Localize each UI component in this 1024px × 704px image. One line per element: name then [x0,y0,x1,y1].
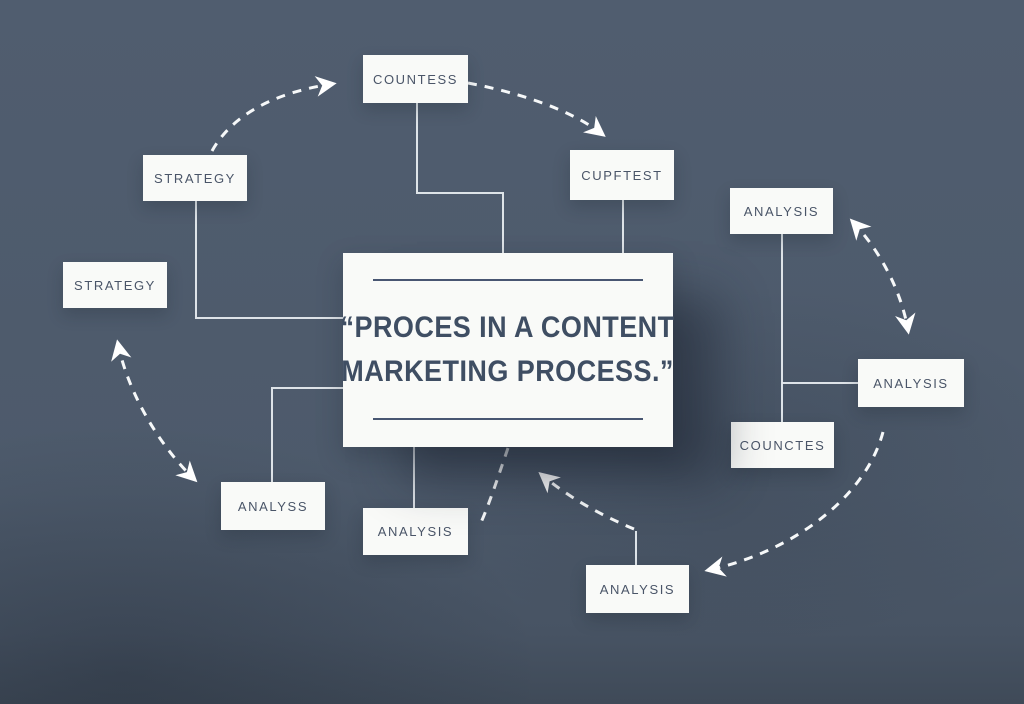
node-counctes: COUNCTES [731,422,834,468]
node-strategy-left: STRATEGY [63,262,167,308]
quote-line-2: MARKETING PROCESS.” [341,354,675,388]
node-label: CUPFTEST [581,167,663,183]
connector-strategy-top-to-central [195,201,343,319]
node-label: ANALYSIS [873,375,949,391]
dashed-arrow-analysis-tr-analysis-right [849,218,916,335]
node-label: ANALYSS [237,498,309,514]
divider-bottom [373,418,643,420]
node-analysis-bottom: ANALYSIS [586,565,689,613]
node-label: STRATEGY [74,277,156,293]
dashed-arrow-analysis-right-to-analysis-bottom [704,431,885,577]
node-analysis-top-right: ANALYSIS [730,188,833,234]
central-quote-box: “PROCES IN A CONTENT MARKETING PROCESS.” [341,253,675,447]
dashed-arrow-strategy-left-analyss [111,339,198,483]
node-strategy-top: STRATEGY [143,155,247,201]
node-cupftest: CUPFTEST [570,150,674,200]
node-analysis-bottom-left: ANALYSIS [363,508,468,555]
dashed-curve-central-to-analysis-bl [477,447,510,528]
node-label: COUNTESS [372,71,459,87]
dashed-arrow-countess-to-cupftest [467,81,606,137]
node-label: COUNCTES [739,437,826,453]
connector-countess-to-central [416,103,504,253]
node-label: ANALYSIS [743,203,820,219]
quote-line-1: “PROCES IN A CONTENT [340,310,676,344]
node-countess: COUNTESS [363,55,468,103]
central-quote-text: “PROCES IN A CONTENT MARKETING PROCESS.” [341,281,675,418]
node-label: ANALYSIS [599,581,676,597]
connector-analyss-to-central [271,387,343,482]
node-analyss: ANALYSS [221,482,325,530]
node-analysis-right: ANALYSIS [858,359,964,407]
dashed-arrow-analysis-bottom-to-central [538,471,635,531]
node-label: ANALYSIS [377,524,454,539]
node-label: STRATEGY [154,170,236,186]
dashed-arrow-strategy-to-countess [210,76,337,152]
divider-top [373,279,643,281]
